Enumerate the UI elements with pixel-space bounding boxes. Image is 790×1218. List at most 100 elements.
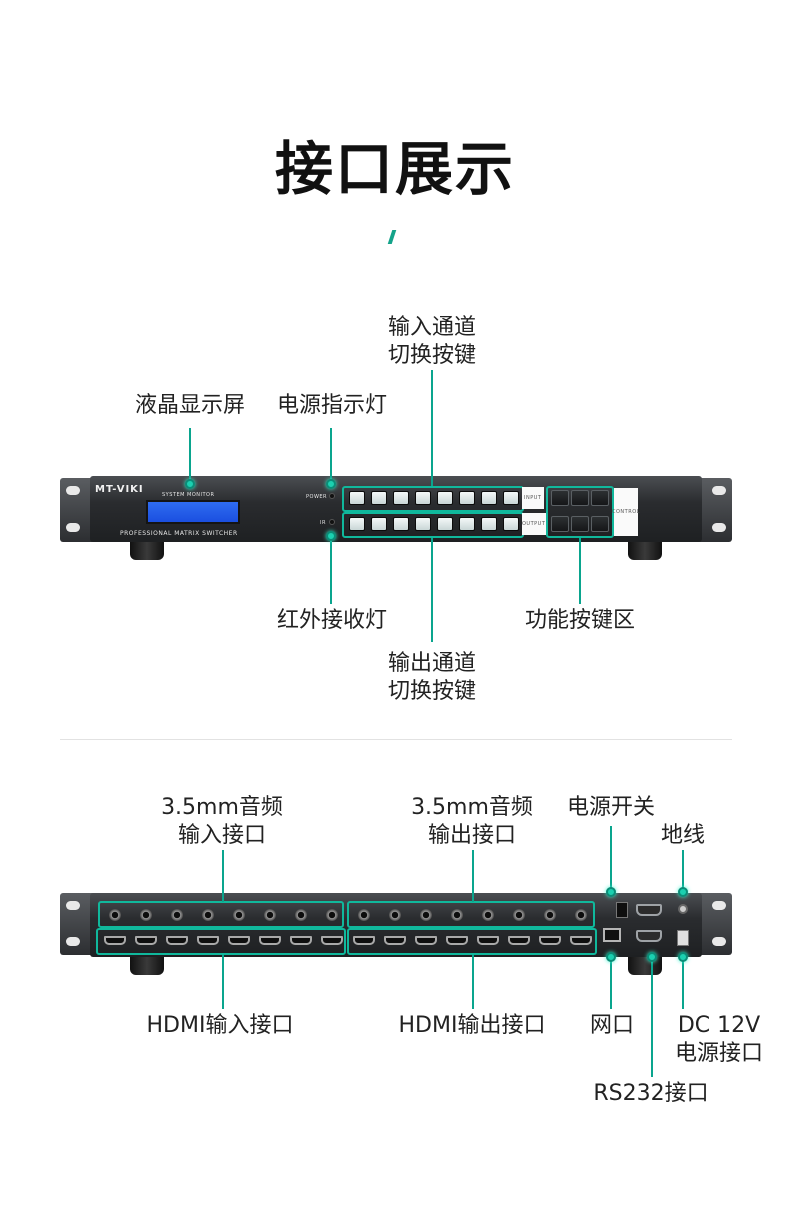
hdmi-out-highlight — [347, 928, 597, 955]
audio-out-jack-5 — [482, 909, 494, 921]
audio-in-jack-6 — [264, 909, 276, 921]
front-foot-left — [130, 542, 164, 560]
output-button-7[interactable] — [481, 517, 497, 531]
hdmi-out-port-5 — [477, 936, 499, 945]
leader-hdmi-out — [472, 955, 474, 1009]
marker-power-switch — [606, 887, 616, 897]
function-button-3[interactable] — [591, 490, 609, 506]
input-tag-plate — [522, 487, 544, 509]
marker-rs232 — [647, 952, 657, 962]
section-divider — [60, 739, 732, 740]
hdmi-out-port-2 — [384, 936, 406, 945]
audio-out-jack-7 — [544, 909, 556, 921]
output-button-5[interactable] — [437, 517, 453, 531]
rear-foot-left — [130, 957, 164, 975]
audio-out-highlight — [347, 901, 595, 928]
input-button-6[interactable] — [459, 491, 475, 505]
label-function-buttons: 功能按键区 — [524, 608, 635, 633]
marker-ground — [678, 887, 688, 897]
marker-power-led — [326, 479, 336, 489]
output-button-2[interactable] — [371, 517, 387, 531]
audio-in-jack-4 — [202, 909, 214, 921]
hdmi-out-port-7 — [539, 936, 561, 945]
model-caption: PROFESSIONAL MATRIX SWITCHER — [120, 530, 238, 537]
leader-lcd — [189, 428, 191, 484]
input-button-5[interactable] — [437, 491, 453, 505]
label-dc-power: DC 12V 电源接口 — [674, 1013, 763, 1066]
marker-lcd — [185, 479, 195, 489]
output-button-8[interactable] — [503, 517, 519, 531]
function-button-2[interactable] — [571, 490, 589, 506]
lcd-screen — [146, 500, 240, 524]
function-buttons-highlight — [546, 486, 614, 538]
label-audio-in: 3.5mm音频 输入接口 — [161, 795, 283, 848]
input-row-tag: INPUT — [524, 495, 542, 501]
output-button-3[interactable] — [393, 517, 409, 531]
input-button-1[interactable] — [349, 491, 365, 505]
input-button-8[interactable] — [503, 491, 519, 505]
function-button-1[interactable] — [551, 490, 569, 506]
hdmi-in-port-4 — [197, 936, 219, 945]
title-accent-mark — [387, 230, 397, 244]
ear-hole — [712, 523, 726, 532]
output-button-4[interactable] — [415, 517, 431, 531]
leader-dc-power — [682, 957, 684, 1009]
hdmi-in-port-2 — [135, 936, 157, 945]
label-ir-receiver: 红外接收灯 — [276, 608, 387, 633]
lan-port — [603, 928, 621, 942]
leader-rs232 — [651, 957, 653, 1077]
leader-power-switch — [610, 826, 612, 892]
brand-logo: MT-VIKI — [95, 484, 144, 495]
dc-power-jack — [677, 930, 689, 946]
leader-power-led — [330, 428, 332, 484]
rear-foot-right — [628, 957, 662, 975]
hdmi-out-port-3 — [415, 936, 437, 945]
leader-lan — [610, 957, 612, 1009]
input-button-4[interactable] — [415, 491, 431, 505]
control-tag-plate — [614, 488, 638, 536]
hdmi-out-port-4 — [446, 936, 468, 945]
label-lcd: 液晶显示屏 — [134, 393, 245, 418]
hdmi-out-port-6 — [508, 936, 530, 945]
rs232-in-port — [636, 930, 662, 942]
label-rs232: RS232接口 — [593, 1081, 709, 1106]
leader-input-buttons — [431, 370, 433, 486]
ear-hole — [66, 523, 80, 532]
label-ground: 地线 — [660, 823, 705, 848]
label-power-led: 电源指示灯 — [276, 393, 387, 418]
ear-hole — [66, 901, 80, 910]
function-button-5[interactable] — [571, 516, 589, 532]
audio-in-jack-3 — [171, 909, 183, 921]
leader-function-buttons — [579, 538, 581, 604]
output-button-6[interactable] — [459, 517, 475, 531]
leader-ground — [682, 850, 684, 892]
power-switch[interactable] — [616, 902, 628, 918]
input-button-7[interactable] — [481, 491, 497, 505]
system-monitor-caption: SYSTEM MONITOR — [162, 492, 215, 498]
front-foot-right — [628, 542, 662, 560]
label-hdmi-in: HDMI输入接口 — [146, 1013, 294, 1038]
audio-out-jack-2 — [389, 909, 401, 921]
ground-screw — [678, 904, 688, 914]
function-button-4[interactable] — [551, 516, 569, 532]
audio-out-jack-3 — [420, 909, 432, 921]
hdmi-in-port-8 — [321, 936, 343, 945]
hdmi-in-highlight — [96, 928, 346, 955]
audio-out-jack-6 — [513, 909, 525, 921]
output-row-tag: OUTPUT — [522, 521, 546, 527]
label-output-buttons: 输出通道 切换按键 — [387, 651, 476, 704]
function-button-6[interactable] — [591, 516, 609, 532]
label-hdmi-out: HDMI输出接口 — [398, 1013, 546, 1038]
ear-hole — [712, 486, 726, 495]
output-button-1[interactable] — [349, 517, 365, 531]
control-text: CONTROL — [612, 509, 640, 515]
power-text: POWER — [306, 494, 328, 500]
leader-audio-in — [222, 850, 224, 902]
input-button-3[interactable] — [393, 491, 409, 505]
marker-ir-receiver — [326, 531, 336, 541]
audio-in-jack-8 — [326, 909, 338, 921]
audio-out-jack-4 — [451, 909, 463, 921]
input-button-2[interactable] — [371, 491, 387, 505]
hdmi-out-port-1 — [353, 936, 375, 945]
hdmi-in-port-7 — [290, 936, 312, 945]
